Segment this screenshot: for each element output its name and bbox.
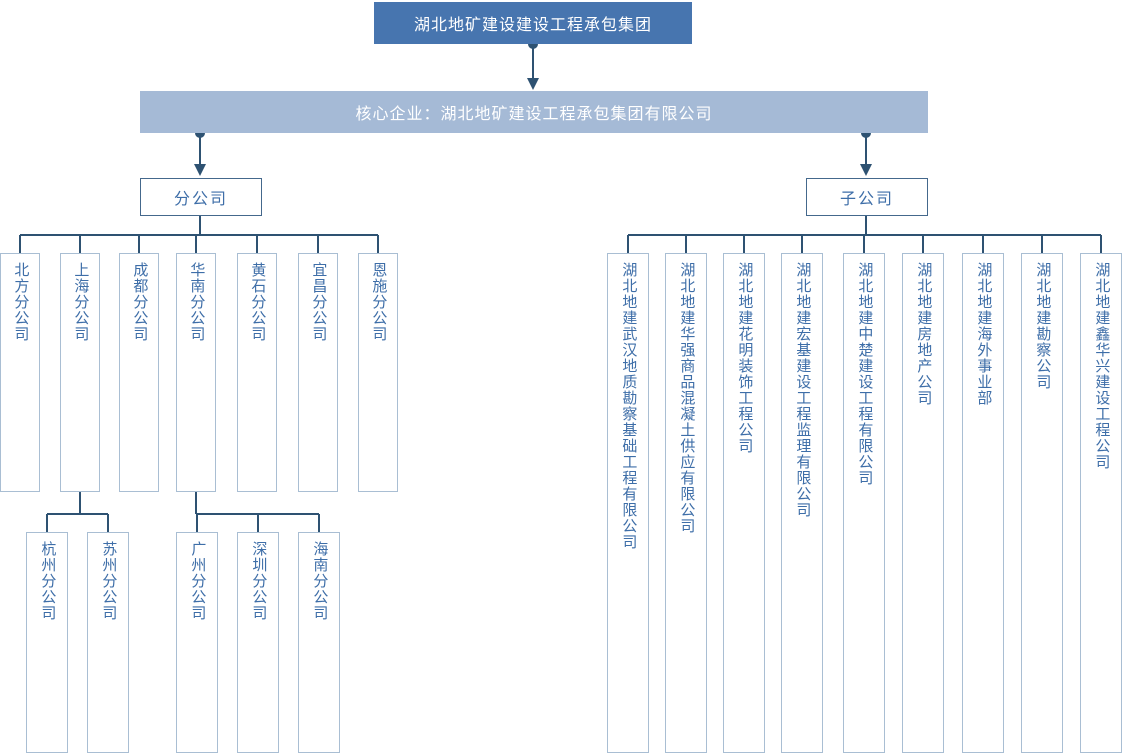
sub-branch-node-label: 杭州分公司 [39, 541, 57, 621]
sub-branch-node-suzhou[interactable]: 苏州分公司 [87, 532, 129, 753]
subsidiary-node-huaqiang[interactable]: 湖北地建华强商品混凝土供应有限公司 [665, 253, 707, 753]
branch-node-enshi[interactable]: 恩施分公司 [358, 253, 398, 492]
subsidiary-node-label: 湖北地建海外事业部 [975, 262, 993, 406]
subsidiary-node-hongji[interactable]: 湖北地建宏基建设工程监理有限公司 [781, 253, 823, 753]
subsidiary-node-haiwai[interactable]: 湖北地建海外事业部 [962, 253, 1004, 753]
sub-branch-node-hainan[interactable]: 海南分公司 [298, 532, 340, 753]
branch-node-label: 华南分公司 [188, 262, 206, 342]
subsidiary-node-huaming[interactable]: 湖北地建花明装饰工程公司 [723, 253, 765, 753]
sub-branch-node-label: 苏州分公司 [100, 541, 118, 621]
branch-node-label: 恩施分公司 [370, 262, 388, 342]
branch-node-shanghai[interactable]: 上海分公司 [60, 253, 100, 492]
branch-node-label: 成都分公司 [131, 262, 149, 342]
subsidiary-node-label: 湖北地建花明装饰工程公司 [736, 262, 754, 454]
branch-node-north[interactable]: 北方分公司 [0, 253, 40, 492]
core-enterprise-label: 核心企业：湖北地矿建设工程承包集团有限公司 [355, 106, 713, 123]
group-label-subsidiary-text: 子公司 [839, 191, 894, 208]
group-label-branch-text: 分公司 [173, 191, 228, 208]
subsidiary-node-xinhuaxing[interactable]: 湖北地建鑫华兴建设工程公司 [1080, 253, 1122, 753]
sub-branch-node-label: 广州分公司 [189, 541, 207, 621]
subsidiary-node-fangdichan[interactable]: 湖北地建房地产公司 [902, 253, 944, 753]
sub-branch-node-guangzhou[interactable]: 广州分公司 [176, 532, 218, 753]
subsidiary-node-wuhan-geo[interactable]: 湖北地建武汉地质勘察基础工程有限公司 [607, 253, 649, 753]
subsidiary-node-label: 湖北地建中楚建设工程有限公司 [856, 262, 874, 486]
group-label-branch[interactable]: 分公司 [140, 178, 262, 216]
branch-node-huanan[interactable]: 华南分公司 [176, 253, 216, 492]
subsidiary-node-kancha[interactable]: 湖北地建勘察公司 [1021, 253, 1063, 753]
chart-title: 湖北地矿建设建设工程承包集团 [413, 17, 652, 34]
branch-node-chengdu[interactable]: 成都分公司 [119, 253, 159, 492]
branch-node-label: 上海分公司 [72, 262, 90, 342]
branch-node-label: 黄石分公司 [249, 262, 267, 342]
subsidiary-node-label: 湖北地建房地产公司 [915, 262, 933, 406]
branch-node-huangshi[interactable]: 黄石分公司 [237, 253, 277, 492]
branch-node-label: 宜昌分公司 [310, 262, 328, 342]
chart-title-bar: 湖北地矿建设建设工程承包集团 [374, 2, 692, 44]
subsidiary-node-label: 湖北地建宏基建设工程监理有限公司 [794, 262, 812, 518]
subsidiary-node-label: 湖北地建鑫华兴建设工程公司 [1093, 262, 1111, 470]
branch-node-yichang[interactable]: 宜昌分公司 [298, 253, 338, 492]
subsidiary-node-label: 湖北地建勘察公司 [1034, 262, 1052, 390]
sub-branch-node-label: 海南分公司 [311, 541, 329, 621]
sub-branch-node-shenzhen[interactable]: 深圳分公司 [237, 532, 279, 753]
core-enterprise-bar: 核心企业：湖北地矿建设工程承包集团有限公司 [140, 91, 928, 133]
group-label-subsidiary[interactable]: 子公司 [806, 178, 928, 216]
subsidiary-node-zhongchu[interactable]: 湖北地建中楚建设工程有限公司 [843, 253, 885, 753]
subsidiary-node-label: 湖北地建武汉地质勘察基础工程有限公司 [620, 262, 638, 550]
sub-branch-node-label: 深圳分公司 [250, 541, 268, 621]
subsidiary-node-label: 湖北地建华强商品混凝土供应有限公司 [678, 262, 696, 534]
branch-node-label: 北方分公司 [12, 262, 30, 342]
sub-branch-node-hangzhou[interactable]: 杭州分公司 [26, 532, 68, 753]
